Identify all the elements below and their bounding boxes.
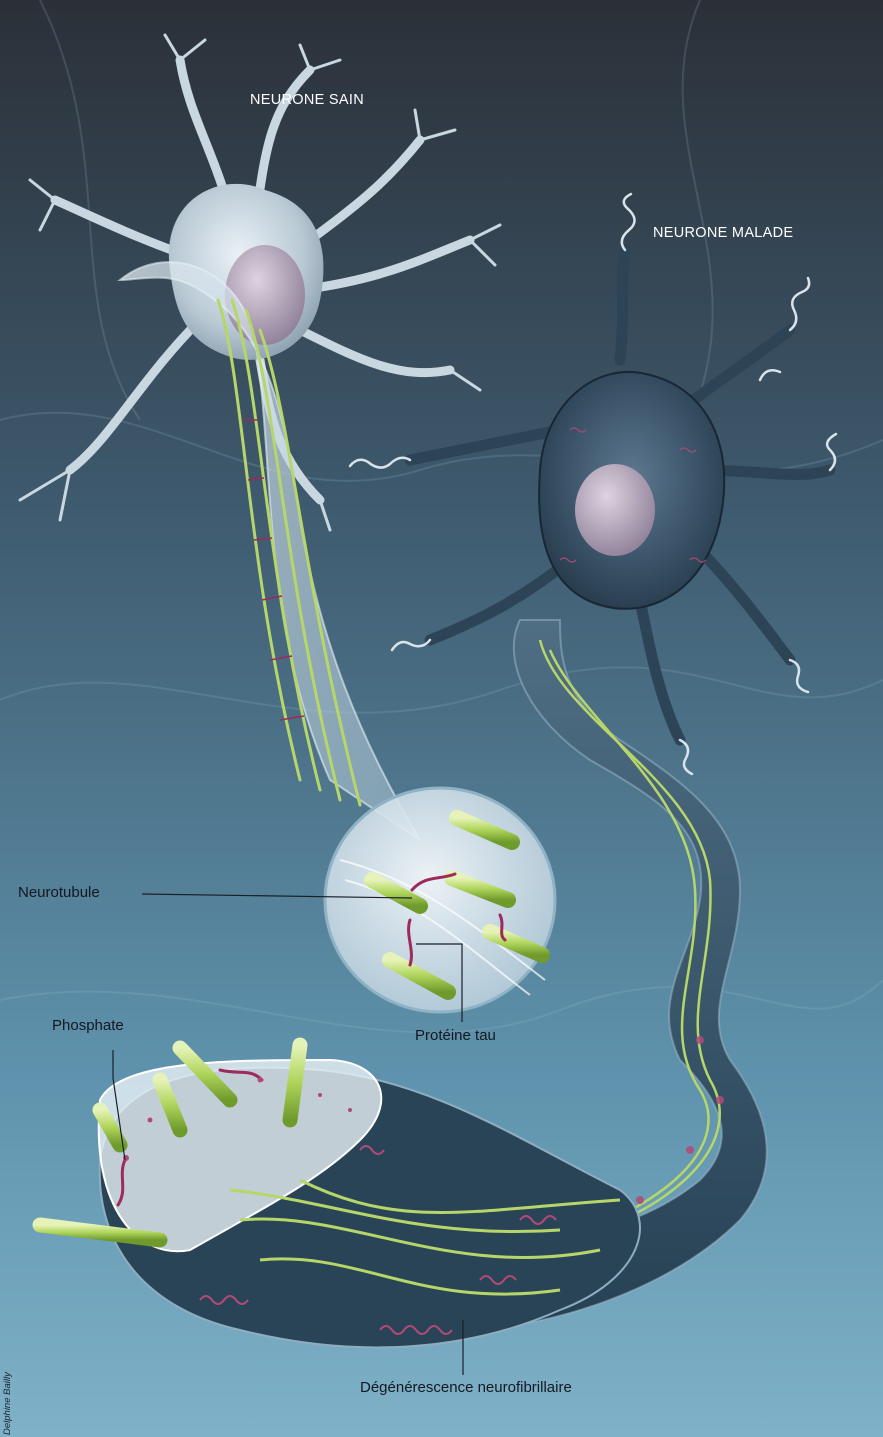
healthy-magnifier — [325, 788, 555, 1012]
label-degeneration: Dégénérescence neurofibrillaire — [360, 1379, 572, 1396]
label-neurotubule: Neurotubule — [18, 884, 100, 901]
label-tau-protein: Protéine tau — [415, 1027, 496, 1044]
label-diseased-neuron: NEURONE MALADE — [653, 225, 793, 241]
label-healthy-neuron: NEURONE SAIN — [250, 92, 364, 108]
artist-credit: Delphine Bailly — [2, 1372, 13, 1435]
label-phosphate: Phosphate — [52, 1017, 124, 1034]
